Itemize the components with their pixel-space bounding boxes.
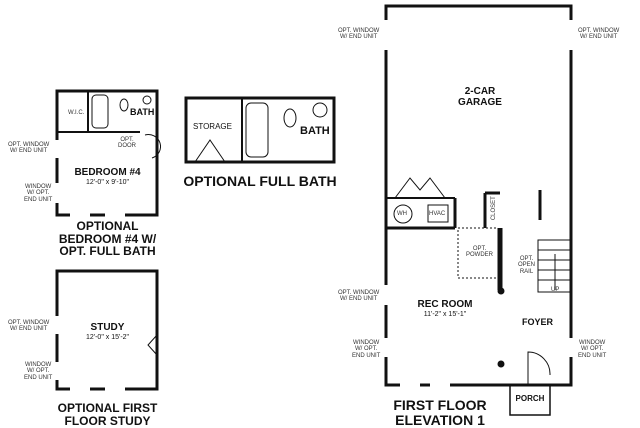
opt-window-label: OPT. WINDOW W/ END UNIT	[8, 142, 50, 155]
closet-door-icon	[147, 334, 158, 356]
water-heater-icon	[393, 204, 413, 224]
up-label: UP	[551, 287, 560, 293]
porch-label: PORCH	[515, 394, 545, 403]
sink-icon	[142, 95, 152, 105]
full-bath-walls	[184, 96, 336, 164]
toilet-icon	[119, 98, 129, 112]
opt-window-label: OPT. WINDOW W/ END UNIT	[8, 320, 50, 333]
bath-label: BATH	[130, 107, 155, 117]
bath-label: BATH	[300, 125, 330, 137]
door-swing-icon	[144, 134, 161, 159]
stairs-icon	[537, 239, 571, 293]
full-bath-title: OPTIONAL FULL BATH	[183, 173, 337, 189]
opt-window-label: OPT. WINDOW W/ END UNIT	[338, 28, 380, 41]
front-door-icon	[527, 351, 551, 385]
sink-icon	[312, 102, 328, 118]
column-icon	[497, 287, 505, 295]
room-name: STUDY	[90, 322, 125, 333]
room-dimensions: 11'-2" x 15'-1"	[423, 310, 467, 318]
opt-window-label: OPT. WINDOW W/ END UNIT	[338, 290, 380, 303]
study-plan-title: OPTIONAL FIRST FLOOR STUDY	[57, 401, 158, 428]
room-dimensions: 12'-0" x 15'-2"	[85, 333, 130, 341]
window-label: WINDOW W/ OPT. END UNIT	[578, 340, 607, 359]
room-name: REC ROOM	[417, 299, 473, 310]
storage-label: STORAGE	[193, 122, 232, 131]
window-label: WINDOW W/ OPT. END UNIT	[24, 362, 53, 381]
window-label: WINDOW W/ OPT. END UNIT	[352, 340, 381, 359]
storage-doors-icon	[194, 139, 226, 163]
garage-label: 2-CAR GARAGE	[458, 86, 502, 108]
column-icon	[497, 360, 505, 368]
hvac-icon	[427, 204, 449, 223]
wh-label: WH	[397, 211, 407, 217]
bathtub-icon	[91, 94, 109, 129]
window-label: WINDOW W/ OPT. END UNIT	[24, 184, 53, 203]
opt-powder-outline	[457, 227, 499, 279]
opt-open-rail-label: OPT. OPEN RAIL	[518, 256, 536, 275]
bathtub-icon	[245, 102, 269, 158]
closet-label: CLOSET	[490, 196, 497, 221]
toilet-icon	[283, 108, 297, 128]
room-name: BEDROOM #4	[74, 167, 141, 178]
bedroom-plan-title: OPTIONAL BEDROOM #4 W/ OPT. FULL BATH	[58, 219, 157, 259]
opt-door-label: OPT. DOOR	[118, 137, 136, 150]
room-dimensions: 12'-0" x 9'-10"	[85, 178, 130, 186]
hvac-label: HVAC	[429, 211, 446, 217]
first-floor-title: FIRST FLOOR ELEVATION 1	[393, 397, 487, 428]
foyer-label: FOYER	[522, 317, 554, 327]
opt-window-label: OPT. WINDOW W/ END UNIT	[578, 28, 620, 41]
wic-label: W.I.C.	[68, 110, 85, 116]
opt-powder-label: OPT. POWDER	[466, 246, 493, 259]
first-floor-walls	[384, 4, 573, 416]
